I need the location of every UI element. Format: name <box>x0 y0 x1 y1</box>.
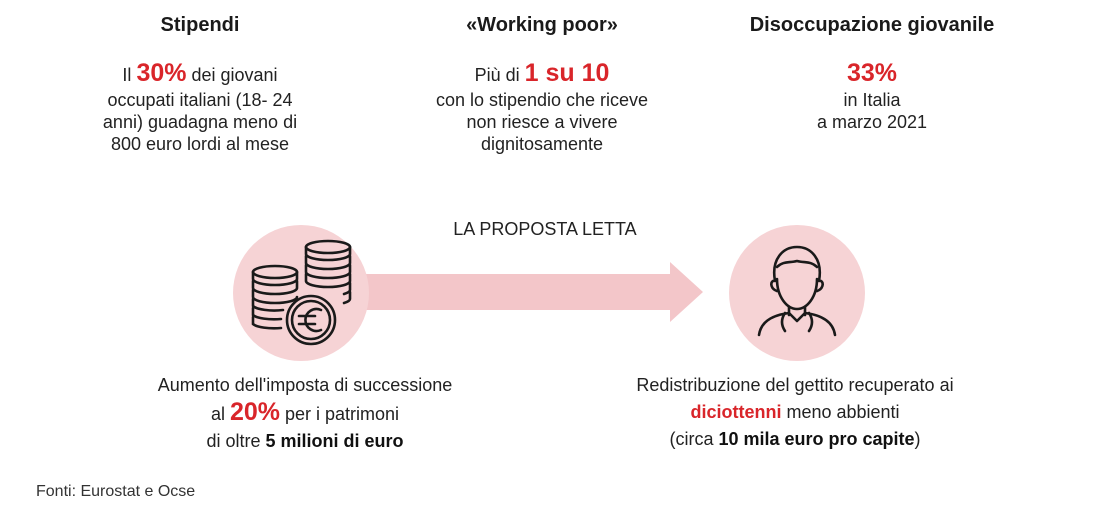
right-desc-line3: (circa 10 mila euro pro capite) <box>565 427 1025 451</box>
stipendi-line1-suffix: dei giovani <box>186 65 278 85</box>
stipendi-text: Il 30% dei giovani occupati italiani (18… <box>80 59 320 155</box>
left-description: Aumento dell'imposta di successione al 2… <box>60 373 550 453</box>
working-poor-highlight: 1 su 10 <box>524 59 610 87</box>
disoccupazione-line2: in Italia <box>843 90 901 110</box>
right-description: Redistribuzione del gettito recuperato a… <box>565 373 1025 451</box>
stipendi-line3: anni) guadagna meno di <box>102 112 298 132</box>
left-desc-bold: 5 milioni di euro <box>265 431 404 451</box>
working-poor-column: «Working poor» Più di 1 su 10 con lo sti… <box>397 13 687 155</box>
stipendi-line1-prefix: Il <box>122 65 137 85</box>
proposal-arrow <box>345 262 703 322</box>
young-person-icon <box>757 245 837 337</box>
working-poor-line1-prefix: Più di <box>474 65 525 85</box>
left-desc-line2-prefix: al <box>210 404 230 424</box>
right-desc-line2-suffix: meno abbienti <box>781 402 900 422</box>
left-desc-line2: al 20% per i patrimoni <box>60 397 550 429</box>
stipendi-column: Stipendi Il 30% dei giovani occupati ita… <box>80 13 320 155</box>
disoccupazione-title: Disoccupazione giovanile <box>749 14 995 36</box>
left-desc-line1: Aumento dell'imposta di successione <box>157 375 453 395</box>
left-desc-line3: di oltre 5 milioni di euro <box>60 429 550 453</box>
left-desc-highlight: 20% <box>229 398 280 426</box>
right-desc-line1: Redistribuzione del gettito recuperato a… <box>636 375 954 395</box>
right-desc-line3-prefix: (circa <box>669 429 719 449</box>
euro-coins-icon <box>251 239 352 346</box>
stipendi-line2: occupati italiani (18- 24 <box>107 90 293 110</box>
stipendi-title: Stipendi <box>160 14 240 36</box>
proposal-label: LA PROPOSTA LETTA <box>453 219 637 239</box>
right-desc-highlight: diciottenni <box>690 402 782 422</box>
disoccupazione-highlight-line: 33% <box>722 59 1022 89</box>
disoccupazione-line3: a marzo 2021 <box>816 112 928 132</box>
right-desc-bold: 10 mila euro pro capite <box>718 429 915 449</box>
stipendi-line4: 800 euro lordi al mese <box>110 134 290 154</box>
left-desc-line3-prefix: di oltre <box>206 431 266 451</box>
working-poor-title: «Working poor» <box>466 14 618 36</box>
working-poor-text: Più di 1 su 10 con lo stipendio che rice… <box>397 59 687 155</box>
disoccupazione-column: Disoccupazione giovanile 33% in Italia a… <box>722 13 1022 133</box>
working-poor-line4: dignitosamente <box>480 134 604 154</box>
stipendi-highlight: 30% <box>136 59 187 87</box>
left-desc-line2-suffix: per i patrimoni <box>280 404 400 424</box>
disoccupazione-highlight: 33% <box>846 59 898 87</box>
disoccupazione-text: 33% in Italia a marzo 2021 <box>722 59 1022 133</box>
stipendi-line1: Il 30% dei giovani <box>80 59 320 89</box>
working-poor-line2: con lo stipendio che riceve <box>435 90 649 110</box>
working-poor-line3: non riesce a vivere <box>466 112 618 132</box>
right-desc-line3-suffix: ) <box>914 429 921 449</box>
right-desc-line2: diciottenni meno abbienti <box>565 397 1025 427</box>
source-note: Fonti: Eurostat e Ocse <box>36 483 196 500</box>
working-poor-line1: Più di 1 su 10 <box>397 59 687 89</box>
arrow-shape <box>345 262 703 322</box>
